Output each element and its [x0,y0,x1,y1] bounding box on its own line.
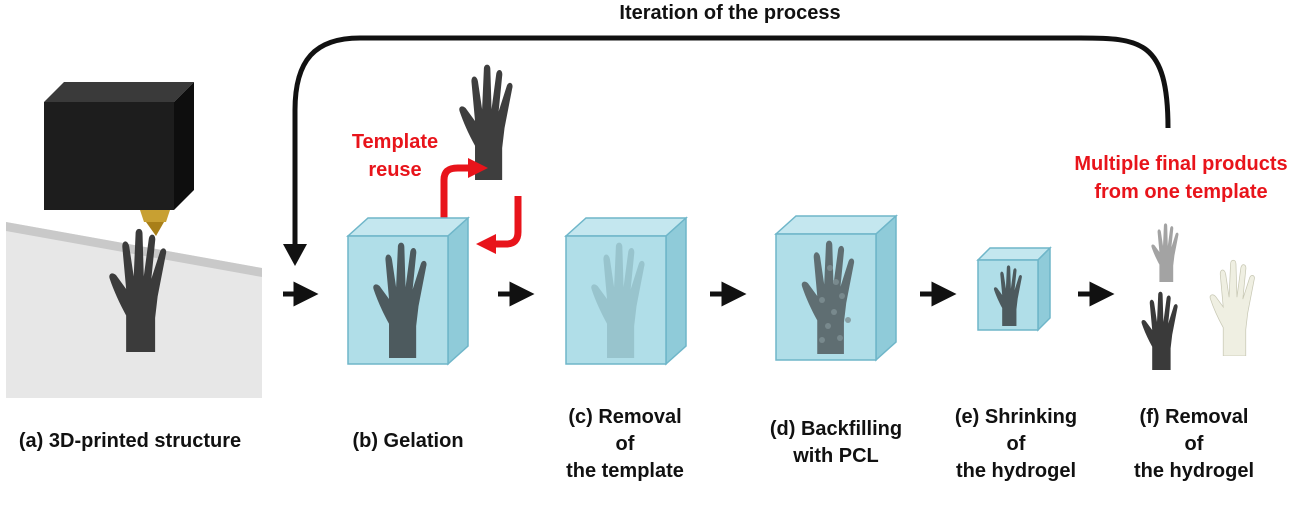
step-label-d: (d) Backfilling with PCL [746,416,926,470]
shrunken-box [976,246,1052,332]
template-reuse-arrow-up [440,164,470,222]
step-label-e: (e) Shrinking of the hydrogel [936,404,1096,485]
gelation-box [346,216,470,366]
step-d-line: with PCL [793,445,879,467]
final-product-small-hand [1151,223,1179,282]
final-product-dark-hand [1141,291,1178,370]
step-f-line: the hydrogel [1133,460,1254,482]
template-reuse-line: Template [351,131,439,153]
final-product-white-hand [1209,259,1255,356]
step-e-line: the hydrogel [955,460,1076,482]
step-f-line: of [1184,433,1204,455]
printer-head [44,82,194,236]
step-label-a: (a) 3D-printed structure [0,428,260,455]
diagram-title: Iteration of the process [619,2,841,24]
step-label-f: (f) Removal of the hydrogel [1114,404,1274,485]
step-e-line: (e) Shrinking [954,406,1078,428]
template-removed-box [564,216,688,366]
step-label-b: (b) Gelation [328,428,488,455]
step-b-line: (b) Gelation [352,430,464,452]
template-reuse-arrow-down [494,196,522,248]
reused-template-hand [459,64,513,180]
iteration-loop-arrow [292,35,1171,248]
step-a-line: (a) 3D-printed structure [18,430,242,452]
step-f-line: (f) Removal [1139,406,1249,428]
step-d-line: (d) Backfilling [769,418,903,440]
template-reuse-line: reuse [368,159,422,181]
multiple-products-line: Multiple final products [1074,153,1288,175]
step-label-c: (c) Removal of the template [540,404,710,485]
template-reuse-label: Template reuse [330,128,460,184]
backfilled-box [774,214,898,362]
template-reuse-arrowhead-down [476,234,496,254]
step-e-line: of [1006,433,1026,455]
multiple-products-line: from one template [1094,181,1268,203]
step-c-line: the template [566,460,684,482]
step-c-line: (c) Removal [568,406,682,428]
template-reuse-arrowhead-up [468,158,488,178]
multiple-products-label: Multiple final products from one templat… [1056,150,1306,206]
iteration-arrow-head [283,244,307,266]
step-c-line: of [615,433,635,455]
